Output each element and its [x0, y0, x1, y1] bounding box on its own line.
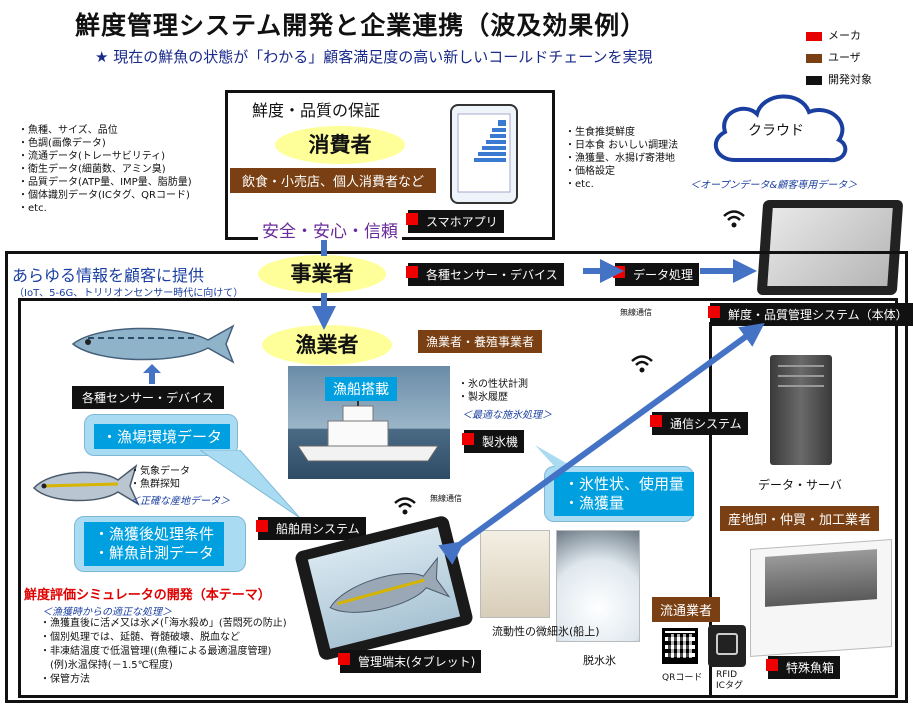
- fishery-ellipse: 漁業者: [262, 325, 392, 365]
- data-processing-label: データ処理: [613, 263, 700, 286]
- mackerel-fish-icon: [71, 324, 235, 364]
- simulator-sub: ＜漁獲時からの適正な処理＞: [42, 607, 172, 618]
- wifi-icon: [394, 497, 416, 515]
- legend-swatch-icon: [806, 53, 822, 63]
- terminal-label: 管理端末(タブレット): [338, 650, 482, 673]
- rfid-labels: RFID ICタグ: [716, 670, 743, 692]
- qr-code-icon: [662, 628, 698, 664]
- distribution-tag: 流通業者: [652, 597, 721, 622]
- business-frame: [5, 251, 908, 703]
- fish-box-image: [750, 539, 892, 657]
- weather-notes: ・気象データ ・魚群探知: [130, 466, 190, 490]
- slurry-ice-image: [480, 530, 550, 618]
- post-catch-label: ・漁獲後処理条件 ・鮮魚計測データ: [84, 522, 225, 566]
- comm-system-label: 通信システム: [650, 412, 748, 435]
- business-heading-sub: （IoT、5-6G、トリリオンセンサー時代に向けて）: [14, 288, 244, 299]
- fishery-sensor-label: 各種センサー・デバイス: [72, 386, 224, 409]
- right-data-list: ・生食推奨鮮度 ・日本食 おいしい調理法 ・漁獲量、水揚げ寄港地 ・価格設定 ・…: [565, 127, 679, 190]
- consumer-ellipse: 消費者: [275, 126, 405, 164]
- fishery-frame: [18, 298, 898, 698]
- cloud-icon: [713, 94, 848, 163]
- legend-item-user: ユーザ: [806, 49, 872, 65]
- phone-chart-icon: [457, 113, 511, 193]
- consumer-tagline: 安全・安心・信頼: [258, 217, 402, 242]
- fish-box-label: 特殊魚箱: [766, 656, 841, 679]
- legend-swatch-icon: [806, 75, 822, 85]
- legend: メーカ ユーザ 開発対象: [806, 27, 872, 87]
- wireless-top-label: 無線通信: [620, 308, 652, 317]
- yellowtail-fish-icon: [32, 463, 140, 506]
- left-data-list: ・魚種、サイズ、品位 ・色調(画像データ) ・流通データ(トレーサビリティ) ・…: [18, 125, 192, 214]
- market-tag: 産地卸・仲買・加工業者: [720, 506, 880, 531]
- main-system-label: 鮮度・品質管理システム（本体）: [708, 303, 913, 326]
- bubble-tail-icon: [200, 450, 300, 519]
- page-title: 鮮度管理システム開発と企業連携（波及効果例）: [75, 11, 647, 40]
- smartphone-icon: [450, 104, 518, 204]
- legend-item-maker: メーカ: [806, 27, 872, 43]
- ice-notes-sub: ＜最適な施氷処理＞: [462, 410, 552, 421]
- simulator-title: 鮮度評価シミュレータの開発（本テーマ）: [24, 588, 271, 603]
- ice-notes: ・氷の性状計測 ・製氷履歴: [458, 379, 528, 403]
- wifi-icon: [723, 210, 745, 228]
- wireless-mid-label: 無線通信: [430, 494, 462, 503]
- legend-item-dev: 開発対象: [806, 71, 872, 87]
- weather-sub: ＜正確な産地データ＞: [130, 496, 230, 507]
- bubble-tail-icon: [535, 445, 573, 467]
- smartphone-app-label: スマホアプリ: [406, 210, 504, 233]
- ground-env-label: ・漁場環境データ: [94, 424, 231, 449]
- rfid-tag-icon: [708, 625, 746, 667]
- management-tablet-icon: [293, 514, 475, 662]
- ice-machine-label: 製氷機: [462, 430, 525, 453]
- business-ellipse: 事業者: [258, 255, 386, 293]
- server-label: データ・サーバ: [758, 478, 842, 492]
- legend-swatch-icon: [806, 31, 822, 41]
- consumer-bar: 飲食・小売店、個人消費者など: [230, 168, 437, 193]
- fishery-tag: 漁業者・養殖事業者: [418, 330, 543, 353]
- consumer-box-title: 鮮度・品質の保証: [252, 101, 381, 120]
- arrow-up-icon: [143, 364, 161, 384]
- business-sensor-label: 各種センサー・デバイス: [406, 263, 564, 286]
- ship-system-label: 船舶用システム: [256, 517, 366, 540]
- business-heading: あらゆる情報を顧客に提供: [12, 266, 205, 285]
- dehydrated-ice-label: 脱水氷: [583, 654, 616, 667]
- ship-label: 漁船搭載: [325, 377, 397, 401]
- qr-code-label: QRコード: [662, 673, 703, 683]
- server-icon: [770, 355, 832, 465]
- simulator-lines: ・漁獲直後に活〆又は氷〆(「海水殺め」(苦悶死の防止) ・個別処理では、延髄、脊…: [40, 618, 287, 685]
- cloud-label: クラウド: [748, 123, 804, 139]
- page-subtitle: ★ 現在の鮮魚の状態が「わかる」顧客満足度の高い新しいコールドチェーンを実現: [95, 48, 653, 66]
- ice-bubble-label: ・氷性状、使用量 ・漁獲量: [554, 472, 695, 516]
- cloud-note: ＜オープンデータ&顧客専用データ＞: [690, 180, 858, 191]
- slurry-ice-label: 流動性の微細氷(船上): [492, 625, 600, 638]
